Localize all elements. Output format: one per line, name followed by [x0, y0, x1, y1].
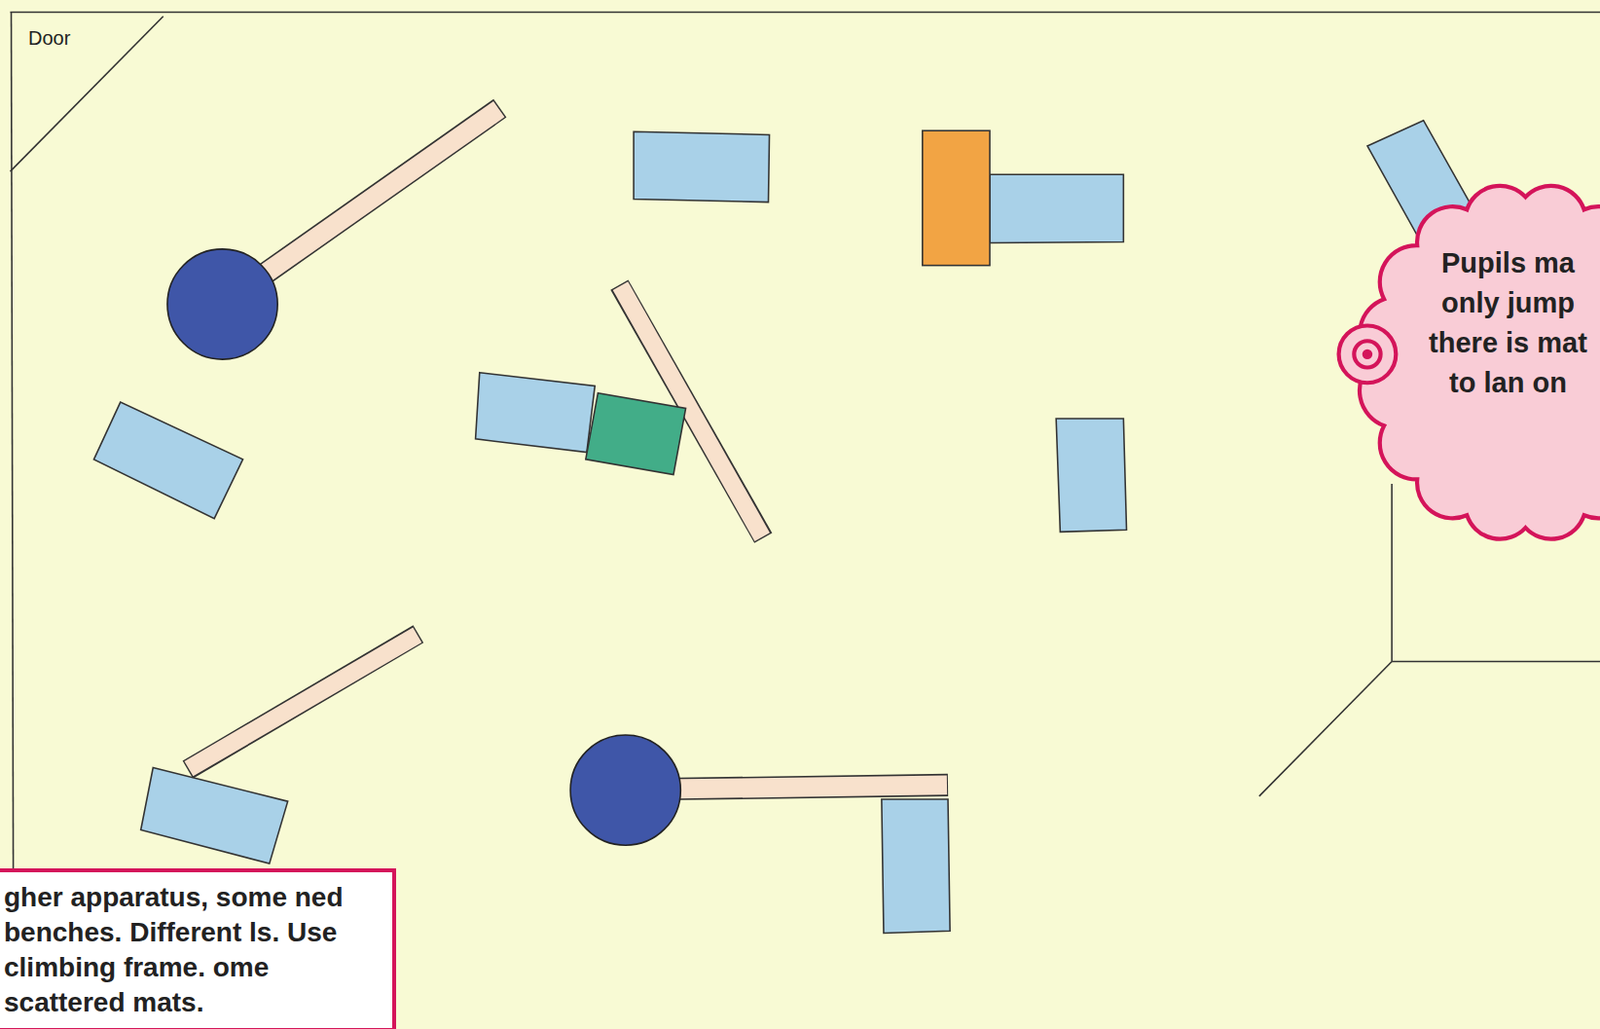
note-box: gher apparatus, some ned benches. Differ… — [0, 868, 397, 1029]
mat — [1055, 418, 1127, 532]
bench — [663, 784, 947, 789]
climbing-frame — [167, 249, 278, 360]
mat — [93, 401, 243, 519]
bench — [663, 784, 949, 789]
mat — [881, 799, 950, 933]
bench — [188, 634, 418, 768]
door-label: Door — [28, 27, 71, 50]
callout-text: Pupils ma only jump there is mat to lan … — [1422, 243, 1594, 403]
wall — [9, 11, 1600, 14]
mat — [141, 767, 289, 865]
note-text: gher apparatus, some ned benches. Differ… — [3, 879, 385, 1020]
wall — [11, 12, 14, 878]
mat — [633, 131, 769, 202]
mat — [475, 372, 596, 453]
cloud-swirl — [1362, 349, 1373, 360]
cloud-swirl — [1353, 340, 1381, 367]
box-top — [922, 130, 990, 265]
cloud-callout: Pupils ma only jump there is mat to lan … — [1422, 243, 1594, 403]
bench — [187, 633, 419, 769]
corner-line — [1259, 661, 1392, 797]
corner-line — [1391, 660, 1600, 663]
springboard — [585, 393, 687, 475]
door-line — [9, 16, 163, 172]
mat — [989, 174, 1124, 243]
corner-line — [1390, 483, 1393, 661]
bench — [245, 108, 501, 289]
climbing-frame — [570, 734, 681, 845]
cloud-swirl — [1339, 326, 1397, 384]
bench — [245, 109, 500, 289]
